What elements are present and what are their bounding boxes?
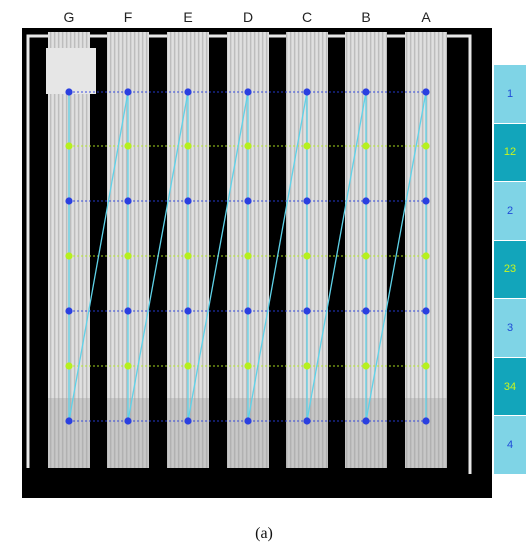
- point-c-2: [303, 197, 311, 205]
- point-c-3: [303, 307, 311, 315]
- point-c-1: [303, 88, 311, 96]
- point-g-12: [65, 142, 73, 150]
- point-a-1: [422, 88, 430, 96]
- column-label-f: F: [123, 9, 133, 25]
- point-e-34: [184, 362, 192, 370]
- path-diagonal: [187, 91, 249, 422]
- point-g-1: [65, 88, 73, 96]
- column-label-a: A: [421, 9, 431, 25]
- point-b-34: [362, 362, 370, 370]
- point-f-34: [124, 362, 132, 370]
- point-b-23: [362, 252, 370, 260]
- path-diagonal: [127, 91, 189, 422]
- point-a-2: [422, 197, 430, 205]
- point-g-34: [65, 362, 73, 370]
- point-b-4: [362, 417, 370, 425]
- point-c-4: [303, 417, 311, 425]
- point-d-34: [244, 362, 252, 370]
- column-label-c: C: [301, 9, 313, 25]
- point-g-2: [65, 197, 73, 205]
- point-f-12: [124, 142, 132, 150]
- point-a-3: [422, 307, 430, 315]
- point-f-3: [124, 307, 132, 315]
- row-label-23: 23: [494, 240, 526, 300]
- point-f-4: [124, 417, 132, 425]
- row-label-2: 2: [494, 182, 526, 241]
- point-e-2: [184, 197, 192, 205]
- row-label-12: 12: [494, 123, 526, 183]
- point-d-2: [244, 197, 252, 205]
- point-a-34: [422, 362, 430, 370]
- strip-g-corner: [46, 48, 96, 94]
- point-c-23: [303, 252, 311, 260]
- path-diagonal: [247, 91, 308, 422]
- column-label-d: D: [242, 9, 254, 25]
- point-d-12: [244, 142, 252, 150]
- point-e-23: [184, 252, 192, 260]
- measurement-path: [68, 91, 427, 422]
- point-f-2: [124, 197, 132, 205]
- column-label-b: B: [361, 9, 371, 25]
- point-c-12: [303, 142, 311, 150]
- column-label-g: G: [63, 9, 75, 25]
- point-b-3: [362, 307, 370, 315]
- measurement-points: [65, 88, 430, 425]
- point-b-2: [362, 197, 370, 205]
- point-g-3: [65, 307, 73, 315]
- point-f-1: [124, 88, 132, 96]
- point-e-4: [184, 417, 192, 425]
- point-c-34: [303, 362, 311, 370]
- specimen-photo: [22, 28, 492, 498]
- point-d-1: [244, 88, 252, 96]
- path-diagonal: [365, 91, 427, 422]
- point-e-1: [184, 88, 192, 96]
- point-g-23: [65, 252, 73, 260]
- point-d-3: [244, 307, 252, 315]
- point-d-4: [244, 417, 252, 425]
- figure-caption: (a): [255, 525, 273, 542]
- point-b-12: [362, 142, 370, 150]
- path-diagonal: [306, 91, 367, 422]
- row-label-1: 1: [494, 65, 526, 124]
- point-d-23: [244, 252, 252, 260]
- path-diagonal: [68, 91, 129, 422]
- column-label-e: E: [183, 9, 193, 25]
- point-a-12: [422, 142, 430, 150]
- point-e-12: [184, 142, 192, 150]
- point-a-23: [422, 252, 430, 260]
- point-e-3: [184, 307, 192, 315]
- point-b-1: [362, 88, 370, 96]
- point-f-23: [124, 252, 132, 260]
- row-label-34: 34: [494, 357, 526, 417]
- row-label-4: 4: [494, 416, 526, 475]
- point-g-4: [65, 417, 73, 425]
- row-label-3: 3: [494, 299, 526, 358]
- point-a-4: [422, 417, 430, 425]
